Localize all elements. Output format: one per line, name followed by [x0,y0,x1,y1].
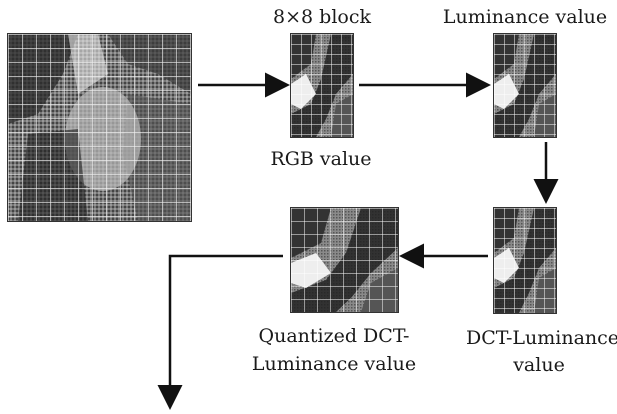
label-8x8-block: 8×8 block [273,6,371,28]
luminance-block-svg [494,34,556,137]
label-rgb-value: RGB value [270,148,372,170]
source-image [7,33,192,222]
dct-luminance-block-svg [494,208,556,313]
dct-luminance-block-image [493,207,557,314]
quantized-block-svg [291,208,398,312]
label-dct-luminance-line1: DCT-Luminance [466,327,617,349]
rgb-block-svg [291,34,353,137]
rgb-block-image [290,33,354,138]
quantized-block-image [290,207,399,313]
luminance-block-image [493,33,557,138]
label-quantized-line1: Quantized DCT- [258,325,410,347]
label-luminance-value: Luminance value [442,6,608,28]
arrow-quantized-output [157,254,283,410]
source-image-svg [8,34,191,221]
label-dct-luminance-line2: value [513,354,565,376]
label-quantized-line2: Luminance value [251,353,417,375]
